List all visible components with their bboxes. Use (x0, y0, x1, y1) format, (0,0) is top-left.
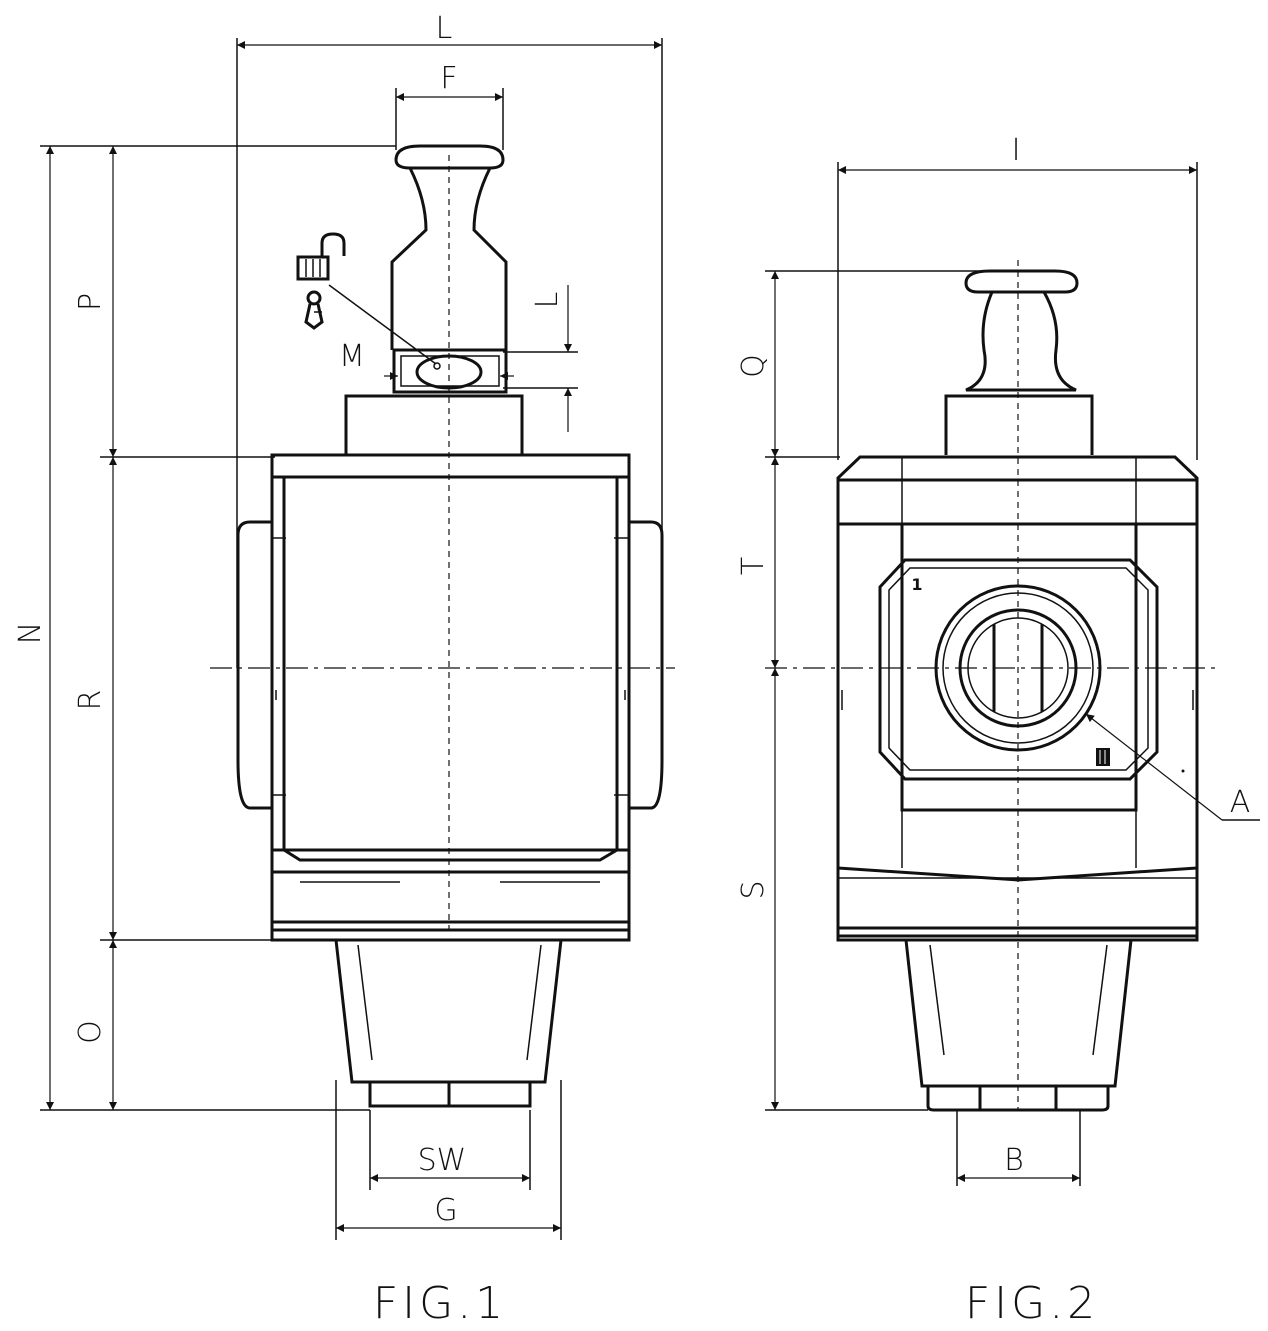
port-number: 1 (911, 575, 922, 594)
dim-label-G: G (434, 1193, 457, 1228)
fig1-caption: FIG.1 (373, 1278, 507, 1329)
key-icon (304, 290, 324, 330)
fig1-labels: L F P N R O M L SW G FIG.1 (13, 11, 565, 1329)
fig2-caption: FIG.2 (965, 1278, 1099, 1329)
fig2-drawing (765, 162, 1260, 1186)
padlock-icon (296, 232, 346, 281)
dim-label-M: M (339, 339, 365, 374)
dim-label-S: S (736, 880, 771, 899)
dim-label-Q: Q (736, 354, 771, 378)
dim-label-P: P (73, 293, 108, 311)
dim-label-I: I (1012, 133, 1021, 168)
dim-label-N: N (13, 622, 48, 644)
dim-label-L-small: L (530, 292, 565, 309)
dim-label-B: B (1004, 1143, 1024, 1178)
port-marking-icon (1096, 748, 1110, 766)
dim-label-O: O (73, 1020, 108, 1044)
dim-label-T: T (736, 557, 771, 575)
dim-label-SW: SW (418, 1143, 467, 1178)
fig1-drawing (40, 38, 675, 1240)
fig2-labels: I Q T S B A 1 FIG.2 (736, 133, 1250, 1329)
dim-label-A: A (1230, 785, 1251, 820)
dim-label-R: R (73, 690, 108, 711)
dim-label-F: F (440, 61, 457, 96)
dim-label-L: L (436, 11, 453, 46)
